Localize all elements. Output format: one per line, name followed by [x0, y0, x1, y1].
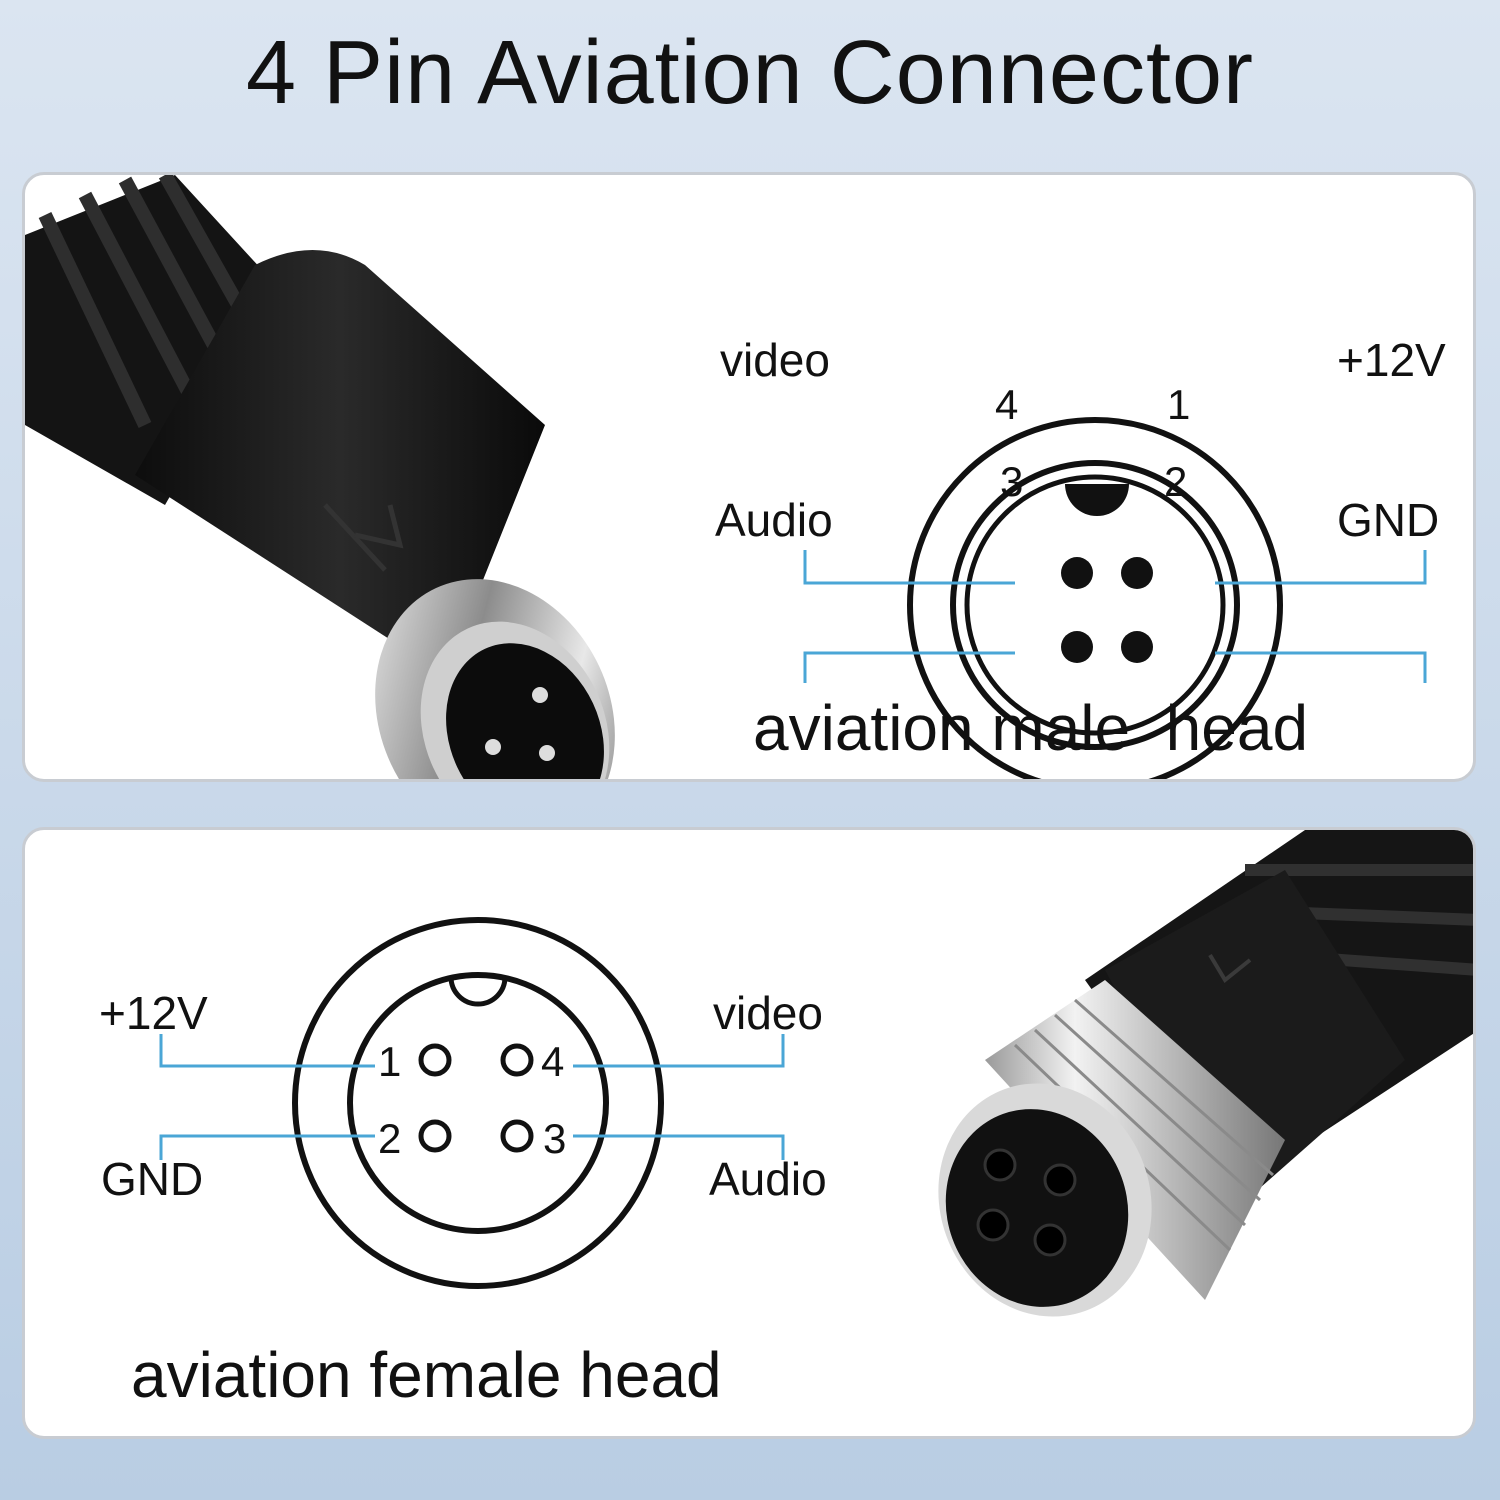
- male-pin-2-number: 2: [1164, 458, 1188, 505]
- male-label-12v: +12V: [1337, 334, 1446, 386]
- key-notch: [448, 976, 508, 1007]
- inner-ring: [347, 972, 609, 1234]
- female-pin-3-hole: [500, 1119, 534, 1153]
- leader-12v: [1215, 550, 1427, 585]
- leader-audio: [803, 651, 1015, 683]
- male-pin-4-dot: [1061, 557, 1093, 589]
- female-pin-2-number: 2: [378, 1115, 402, 1162]
- male-connector-photo: [25, 175, 615, 779]
- female-label-12v: +12V: [99, 987, 208, 1039]
- leader-video: [573, 1034, 785, 1068]
- male-pin-2-dot: [1121, 631, 1153, 663]
- page-title: 4 Pin Aviation Connector: [246, 23, 1254, 123]
- outer-ring: [907, 417, 1283, 779]
- female-label-gnd: GND: [101, 1153, 204, 1205]
- female-label-audio: Audio: [709, 1153, 827, 1205]
- inner-ring: [964, 474, 1226, 736]
- male-label-gnd: GND: [1337, 494, 1440, 546]
- female-pin-2-hole: [418, 1119, 452, 1153]
- leader-video: [803, 550, 1015, 585]
- female-pin-1-hole: [418, 1043, 452, 1077]
- female-pin-3-number: 3: [543, 1115, 567, 1162]
- male-label-audio: Audio: [715, 494, 833, 546]
- female-pinout-diagram: [159, 917, 785, 1289]
- male-head-label: aviation male head: [753, 692, 1309, 764]
- female-label-video: video: [713, 987, 823, 1039]
- female-pin-1-number: 1: [378, 1038, 402, 1085]
- key-notch: [1065, 484, 1129, 516]
- leader-audio: [573, 1134, 785, 1160]
- female-connector-panel: +12V GND video Audio 1 4 2 3 aviation fe…: [22, 827, 1476, 1439]
- female-pin-4-hole: [500, 1043, 534, 1077]
- female-connector-photo: [938, 830, 1473, 1317]
- leader-12v: [159, 1034, 375, 1068]
- outer-ring: [292, 917, 664, 1289]
- middle-ring: [950, 460, 1240, 750]
- male-connector-panel: video Audio +12V GND 4 1 3 2 aviation ma…: [22, 172, 1476, 782]
- male-pin-1-number: 1: [1167, 381, 1191, 428]
- male-pin-4-number: 4: [995, 381, 1019, 428]
- male-label-video: video: [720, 334, 830, 386]
- leader-gnd: [1215, 651, 1427, 683]
- male-pin-3-number: 3: [1000, 458, 1024, 505]
- male-pin-3-dot: [1061, 631, 1093, 663]
- female-head-label: aviation female head: [131, 1339, 722, 1411]
- male-pinout-diagram: [803, 417, 1427, 779]
- male-pin-1-dot: [1121, 557, 1153, 589]
- leader-gnd: [159, 1134, 375, 1160]
- female-pin-4-number: 4: [541, 1038, 565, 1085]
